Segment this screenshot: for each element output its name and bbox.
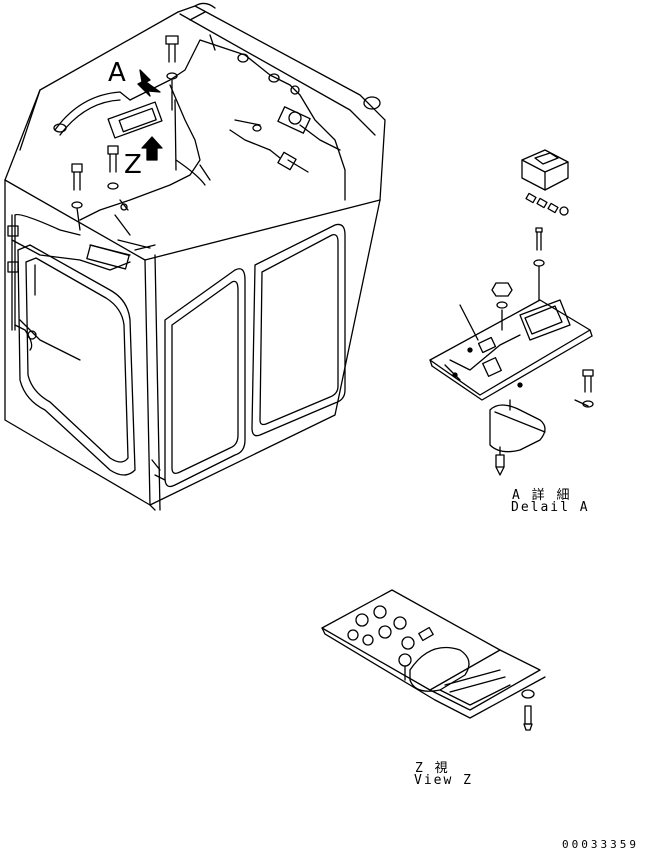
- detail-a-caption-jp: A 詳 細: [512, 488, 572, 503]
- view-z-caption-en: View Z: [414, 773, 473, 788]
- callout-label-z: Z: [124, 150, 142, 180]
- main-view-bolts: [71, 35, 206, 249]
- detail-a-caption-en: Delail A: [511, 500, 590, 515]
- callout-label-a: A: [108, 58, 126, 88]
- callout-arrow-z: [141, 136, 163, 161]
- cab-body: [4, 2, 386, 511]
- view-z-caption-jp: Z 視: [415, 761, 450, 776]
- detail-a-drawing: [429, 149, 594, 476]
- drawing-number: 00033359: [562, 838, 639, 851]
- callout-arrow-a: [137, 69, 161, 97]
- view-z-drawing: [321, 589, 546, 731]
- roof-harness: [7, 34, 346, 361]
